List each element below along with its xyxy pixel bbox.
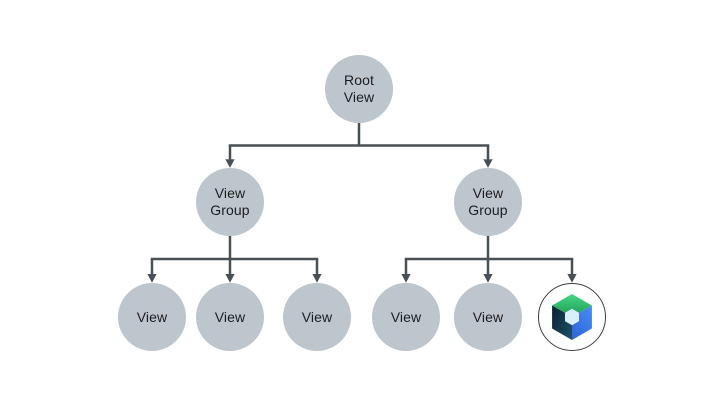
node-root-view: Root View [325,55,393,123]
node-view-5: View [454,283,522,351]
node-compose [538,283,606,351]
arrow-down-icon [567,274,577,283]
node-view-3: View [283,283,351,351]
arrowheads-level-1 [225,159,493,168]
arrow-down-icon [483,159,493,168]
node-label: Group [210,202,250,218]
arrow-down-icon [483,274,493,283]
node-view-group-left: View Group [196,168,264,236]
node-view-1: View [118,283,186,351]
connector-left-group-to-views [150,235,319,274]
node-label: View [136,308,168,325]
connector-root-to-groups [228,121,490,160]
node-label: Root [344,72,374,88]
arrowheads-right-group [401,274,577,283]
node-view-group-right: View Group [454,168,522,236]
node-label: View [472,185,504,201]
node-label: View [214,308,246,325]
node-view-2: View [196,283,264,351]
node-label: View [390,308,422,325]
arrow-down-icon [225,159,235,168]
node-view-4: View [372,283,440,351]
arrow-down-icon [312,274,322,283]
node-label: View [343,89,375,105]
connector-right-group-to-children [404,235,574,274]
node-label: View [472,308,504,325]
arrowheads-left-group [147,274,322,283]
arrow-down-icon [225,274,235,283]
jetpack-compose-icon [552,294,592,340]
node-label: View [301,308,333,325]
node-label: Group [468,202,508,218]
arrow-down-icon [147,274,157,283]
arrow-down-icon [401,274,411,283]
node-label: View [214,185,246,201]
